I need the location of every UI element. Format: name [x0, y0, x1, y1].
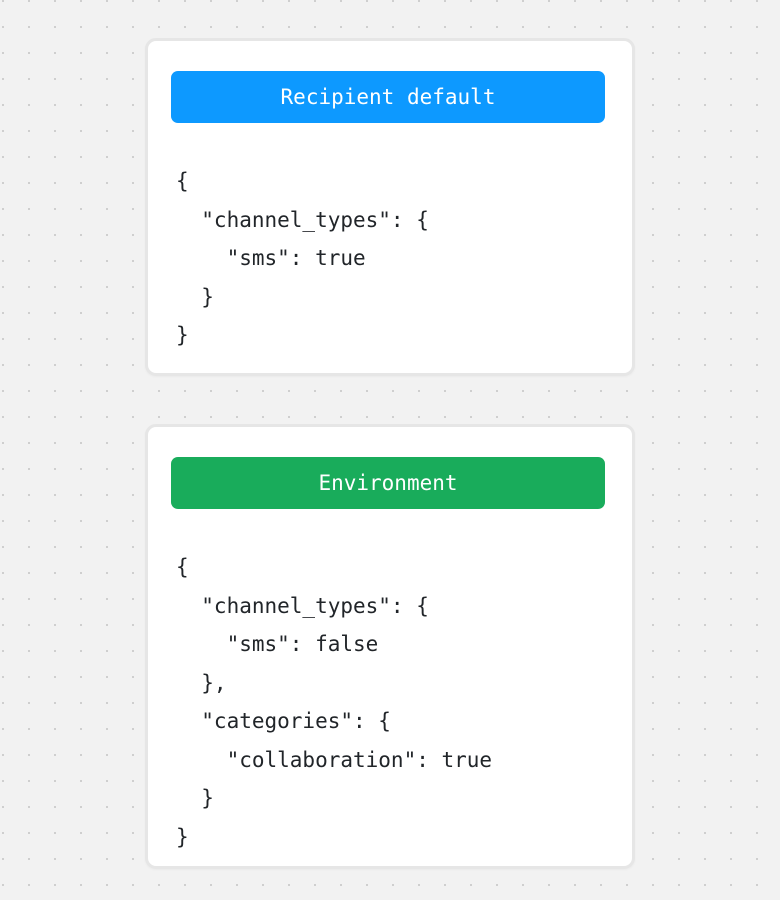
card-environment: Environment { "channel_types": { "sms": …	[145, 424, 635, 869]
card-recipient-default: Recipient default { "channel_types": { "…	[145, 38, 635, 376]
card-header-recipient-default[interactable]: Recipient default	[171, 71, 605, 123]
card-body-json-environment: { "channel_types": { "sms": false }, "ca…	[176, 555, 493, 849]
card-header-environment[interactable]: Environment	[171, 457, 605, 509]
card-header-title: Recipient default	[280, 84, 496, 109]
card-body-json-recipient-default: { "channel_types": { "sms": true } }	[176, 169, 429, 347]
card-header-title: Environment	[318, 470, 458, 495]
